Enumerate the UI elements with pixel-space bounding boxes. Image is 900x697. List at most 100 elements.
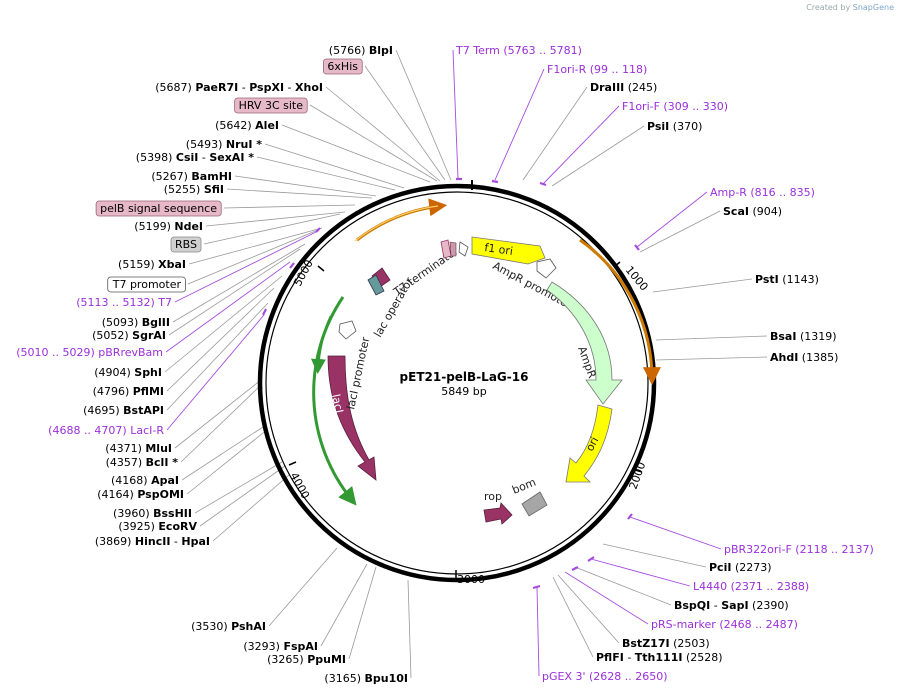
promoter-track-laci	[310, 315, 333, 374]
leader-line	[165, 261, 291, 353]
leader-line	[187, 229, 319, 285]
feature-ampr[interactable]	[546, 281, 623, 405]
leader-line	[536, 586, 540, 677]
leader-line	[639, 210, 721, 253]
left-label-t7: (5113 .. 5132) T7	[76, 296, 172, 309]
leader-line	[364, 65, 446, 181]
left-label-6xhis: 6xHis	[327, 60, 358, 73]
leader-line	[174, 379, 262, 449]
feature-f1-ori-label: f1 ori	[484, 241, 514, 258]
left-label-bstapi: (4695) BstAPI	[83, 404, 164, 417]
feature-ori-label: ori	[583, 435, 601, 454]
left-label-rbs: RBS	[175, 238, 197, 251]
leader-line	[564, 571, 649, 625]
leader-line	[168, 248, 301, 336]
leader-line	[636, 191, 708, 248]
left-label-t7-promoter-box	[107, 276, 186, 293]
leader-line	[655, 356, 768, 361]
site-labels: T7 Term (5763 .. 5781) F1ori-R (99 .. 118…	[16, 44, 874, 685]
leader-line	[186, 428, 269, 495]
feature-ampr-promoter[interactable]	[536, 258, 557, 279]
left-label-sfii: (5255) SfiI	[164, 183, 224, 196]
leader-line	[212, 474, 290, 542]
right-label-f1ori-r: F1ori-R (99 .. 118)	[547, 63, 647, 76]
right-label-pcii: PciI (2273)	[709, 561, 772, 574]
left-label-bglii: (5093) BglII	[102, 316, 170, 329]
leader-line	[205, 211, 346, 227]
left-label-paer7i-pspxi-xhoi: (5687) PaeR7I - PspXI - XhoI	[155, 81, 323, 94]
leader-line	[602, 543, 707, 568]
plasmid-length: 5849 bp	[441, 385, 486, 398]
leader-line	[256, 156, 396, 191]
leader-line	[264, 143, 405, 189]
feature-6xhis	[449, 241, 457, 257]
right-label-psti: PstI (1143)	[755, 273, 819, 286]
left-label-pelb-signal-sequence-box	[95, 200, 222, 217]
credit-brand: SnapGene	[852, 3, 894, 12]
leader-line	[551, 125, 645, 187]
leader-line	[655, 335, 768, 341]
leader-line	[180, 384, 262, 463]
feature-laci-promoter[interactable]	[338, 320, 357, 340]
feature-bom[interactable]	[521, 491, 548, 517]
right-label-pbr322ori-f: pBR322ori-F (2118 .. 2137)	[724, 543, 874, 556]
left-label-laci-r: (4688 .. 4707) LacI-R	[48, 424, 164, 437]
feature-laci[interactable]	[327, 355, 377, 481]
right-label-draiii: DraIII (245)	[590, 81, 657, 94]
left-label-fspai: (3293) FspAI	[243, 640, 318, 653]
leader-line	[629, 516, 722, 550]
right-label-pflfi-tth111i: PflFI - Tth111I (2528)	[596, 651, 723, 664]
right-label-bsai: BsaI (1319)	[770, 330, 837, 343]
left-label-hrv-3c-site-box	[234, 97, 308, 114]
leader-line	[348, 566, 377, 660]
orf-track-ampr	[579, 238, 661, 386]
right-label-bspqi-sapi: BspQI - SapI (2390)	[674, 599, 789, 612]
right-label-scai: ScaI (904)	[723, 205, 782, 218]
leader-line	[395, 49, 452, 181]
left-label-sphi: (4904) SphI	[94, 366, 162, 379]
feature-laci-promoter-label: lacI promoter	[344, 335, 372, 410]
feature-ampr-promoter-label: AmpR promoter	[491, 259, 575, 312]
credit-prefix: Created by	[806, 3, 851, 12]
right-label-l4440: L4440 (2371 .. 2388)	[693, 580, 809, 593]
left-label-bsshii: (3960) BssHII	[113, 507, 192, 520]
left-label-ndei: (5199) NdeI	[134, 220, 203, 233]
feature-laci-label: lacI	[329, 393, 346, 414]
left-label-nrui-: (5493) NruI *	[186, 138, 262, 151]
leader-line	[234, 175, 377, 197]
leader-line	[552, 576, 594, 658]
left-label-pelb-signal-sequence: pelB signal sequence	[100, 202, 217, 215]
feature-insert-b[interactable]	[367, 274, 385, 296]
right-label-ahdi: AhdI (1385)	[770, 351, 838, 364]
left-label-pflmi: (4796) PflMI	[93, 385, 164, 398]
leader-line	[223, 204, 356, 209]
left-label-sgrai: (5052) SgrAI	[92, 329, 166, 342]
left-label-bpu10i: (3165) Bpu10I	[324, 672, 408, 685]
leader-line	[226, 188, 373, 199]
leader-line	[199, 465, 286, 527]
leader-line	[574, 566, 672, 606]
left-label-bcli-: (4357) BclI *	[106, 456, 179, 469]
leader-line	[172, 243, 306, 323]
leader-line	[652, 278, 753, 293]
right-label-t7-term: T7 Term (5763 .. 5781)	[455, 44, 582, 57]
leader-line	[164, 275, 283, 373]
left-label-bamhi: (5267) BamHI	[151, 170, 232, 183]
left-label-hrv-3c-site: HRV 3C site	[239, 99, 304, 112]
left-label-pshai: (3530) PshAI	[191, 620, 266, 633]
leader-line	[181, 424, 267, 481]
feature-rop[interactable]	[483, 502, 513, 525]
feature-ori[interactable]	[565, 404, 613, 483]
leader-line	[452, 49, 459, 179]
feature-f1-ori[interactable]	[471, 236, 546, 265]
left-label-mlui: (4371) MluI	[105, 442, 172, 455]
leader-line	[557, 574, 620, 644]
snapgene-credit: Created by SnapGene	[806, 3, 894, 12]
primer-ticks	[262, 177, 640, 590]
right-label-bstz17i: BstZ17I (2503)	[622, 637, 710, 650]
left-label-pspomi: (4164) PspOMI	[97, 488, 184, 501]
leader-lines	[164, 49, 768, 679]
leader-line	[309, 104, 438, 182]
feature-rop-label: rop	[484, 490, 502, 503]
